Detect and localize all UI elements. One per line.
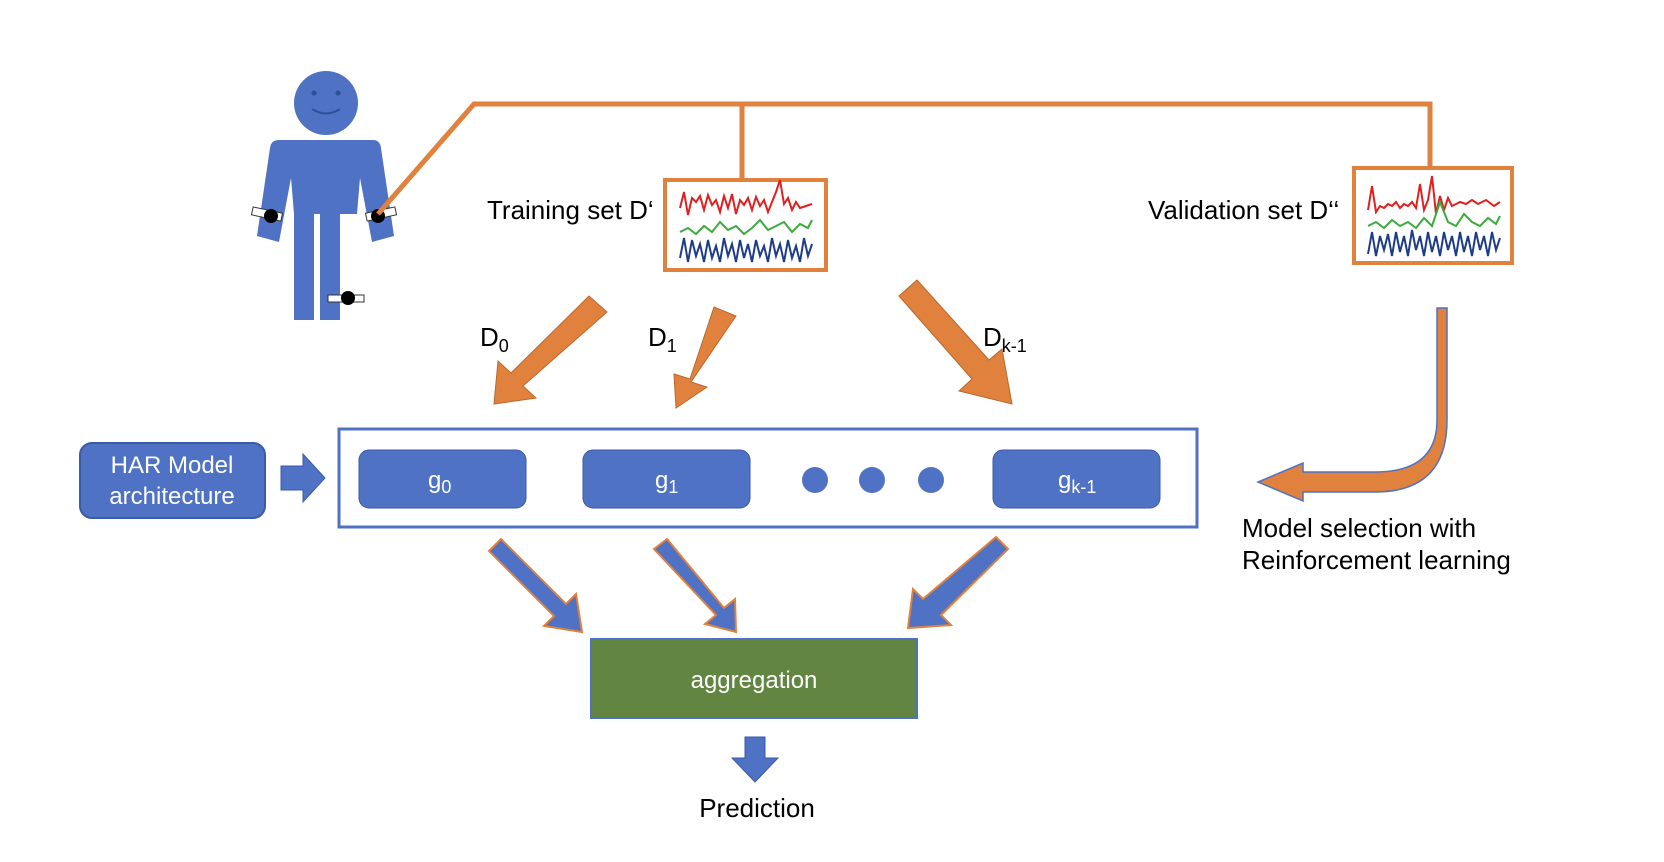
subset-arrow-d1	[673, 306, 737, 409]
model-g0-main: g	[428, 467, 441, 494]
subset-d1-label: D1	[648, 322, 677, 356]
training-set-label: Training set D‘	[487, 195, 654, 225]
har-model-line1: HAR Model	[111, 452, 234, 479]
subset-dk-label: Dk-1	[983, 322, 1027, 356]
data-connector-lines	[376, 101, 1433, 216]
model-g0-box: g0	[358, 449, 527, 509]
model-selection-arrow	[1256, 307, 1454, 503]
agg-arrow-gk	[906, 535, 1010, 630]
model-gk-label: gk-1	[1058, 467, 1096, 497]
model-g1-label: g1	[655, 467, 678, 497]
har-model-line2: architecture	[109, 483, 234, 510]
aggregation-label: aggregation	[691, 667, 818, 694]
model-g0-label: g0	[428, 467, 451, 497]
model-g1-box: g1	[582, 449, 751, 509]
validation-signal-plot	[1352, 166, 1514, 265]
ellipsis-dots	[802, 467, 944, 493]
agg-arrow-g1	[652, 537, 738, 634]
model-selection-line1: Model selection with	[1242, 513, 1476, 543]
subset-arrow-dk	[898, 279, 1013, 405]
aggregation-arrows	[487, 535, 1010, 634]
subset-arrows	[493, 279, 1013, 409]
har-model-architecture-box: HAR Model architecture	[79, 442, 266, 519]
prediction-label: Prediction	[699, 793, 815, 823]
subset-dk-main: D	[983, 322, 1002, 352]
model-gk-sub: k-1	[1071, 477, 1096, 497]
subset-d1-main: D	[648, 322, 667, 352]
subset-arrow-d0	[493, 295, 608, 405]
subset-d0-main: D	[480, 322, 499, 352]
subset-dk-sub: k-1	[1002, 336, 1027, 356]
agg-arrow-g0	[487, 537, 584, 634]
subset-d0-label: D0	[480, 322, 509, 356]
person-with-wearable-sensors-icon	[250, 71, 398, 320]
subset-d0-sub: 0	[499, 336, 509, 356]
model-selection-line2: Reinforcement learning	[1242, 545, 1511, 575]
model-gk-main: g	[1058, 467, 1071, 494]
training-signal-plot	[663, 178, 828, 272]
model-gk-box: gk-1	[992, 449, 1161, 509]
model-g1-main: g	[655, 467, 668, 494]
validation-set-label: Validation set D‘‘	[1148, 195, 1339, 225]
har-to-ensemble-arrow	[280, 452, 326, 504]
subset-d1-sub: 1	[667, 336, 677, 356]
prediction-arrow	[730, 736, 780, 783]
model-g1-sub: 1	[668, 477, 678, 497]
aggregation-box: aggregation	[590, 638, 918, 719]
model-g0-sub: 0	[441, 477, 451, 497]
